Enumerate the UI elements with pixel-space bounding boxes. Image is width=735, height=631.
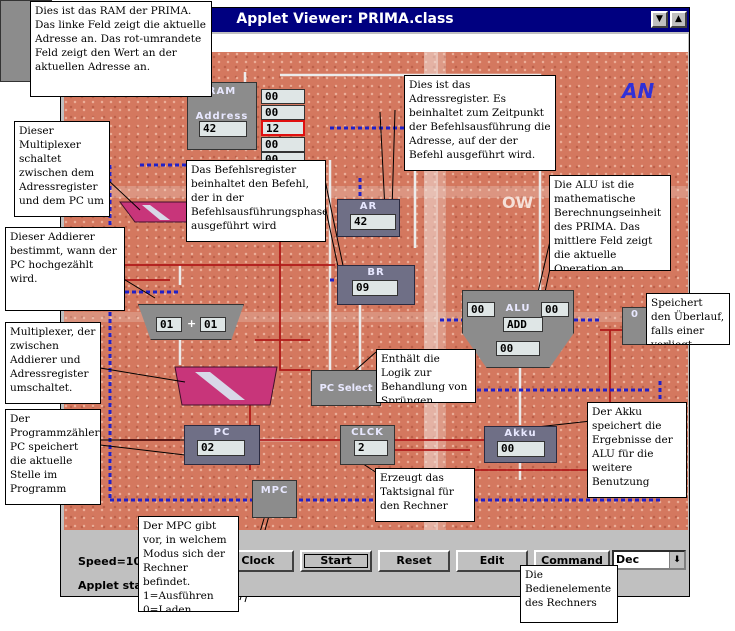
- pc-adder[interactable]: [138, 304, 244, 340]
- annotation-ar: Dies ist das Adressregister. Es beinhalt…: [404, 75, 556, 171]
- pc-label: PC: [213, 427, 231, 438]
- ar-value: 42: [350, 214, 396, 230]
- annotation-ram: Dies ist das RAM der PRIMA. Das linke Fe…: [30, 1, 212, 97]
- alu-label: ALU: [505, 303, 531, 314]
- reset-button[interactable]: Reset: [378, 550, 450, 572]
- adder-input-left: 01: [156, 317, 182, 332]
- window-title: Applet Viewer: PRIMA.class: [236, 11, 454, 27]
- ram-cell-current: 12: [261, 120, 305, 136]
- annotation-mux-top: Dieser Multiplexer schaltet zwischen dem…: [14, 121, 110, 217]
- accumulator[interactable]: Akku 00: [484, 426, 557, 463]
- akku-label: Akku: [504, 428, 537, 439]
- address-register[interactable]: AR 42: [337, 199, 400, 237]
- alu-input-left: 00: [467, 302, 495, 317]
- instruction-register[interactable]: BR 09: [337, 265, 415, 305]
- maximize-button[interactable]: ▲: [670, 11, 687, 28]
- ram-address-field: 42: [199, 121, 247, 137]
- ram-label: RAM: [207, 86, 237, 97]
- pc-select-unit[interactable]: PC Select: [311, 370, 381, 406]
- status-label: Applet start: [78, 579, 153, 592]
- annotation-controls: Die Bedienelemente des Rechners: [520, 565, 618, 623]
- background-stripe: [64, 312, 688, 322]
- overflow-flag[interactable]: 0: [622, 307, 648, 345]
- ram-cell: 00: [261, 137, 305, 152]
- annotation-pc: Der Programmzähler PC speichert die aktu…: [5, 409, 101, 505]
- annotation-overflow: Speichert den Überlauf, falls einer vorl…: [646, 293, 730, 345]
- clck-label: CLCK: [351, 427, 384, 438]
- annotation-adder: Dieser Addierer bestimmt, wann der PC ho…: [5, 227, 125, 311]
- adder-operator: +: [187, 317, 197, 330]
- speed-label: Speed=100: [78, 555, 149, 568]
- clock-unit[interactable]: CLCK 2: [340, 425, 395, 465]
- number-base-value: Dec: [616, 553, 640, 566]
- menu-bar: [62, 34, 688, 52]
- annotation-pcselect: Enthält die Logik zur Behandlung von Spr…: [376, 349, 476, 403]
- mpc-unit[interactable]: MPC: [252, 480, 297, 518]
- edit-button[interactable]: Edit: [456, 550, 528, 572]
- pc-value: 02: [197, 440, 245, 456]
- alu-input-right: 00: [541, 302, 569, 317]
- minimize-button[interactable]: ▼: [651, 11, 668, 28]
- program-counter[interactable]: PC 02: [184, 425, 260, 465]
- annotation-clck: Erzeugt das Taktsignal für den Rechner: [375, 468, 475, 522]
- start-button[interactable]: Start: [300, 550, 372, 572]
- annotation-alu: Die ALU ist die mathematische Berechnung…: [549, 175, 671, 271]
- annotation-br: Das Befehlsregister beinhaltet den Befeh…: [186, 160, 326, 242]
- ram-cell: 00: [261, 105, 305, 120]
- annotation-mux-bottom: Multiplexer, der zwischen Addierer und A…: [5, 322, 101, 404]
- ram-cell: 00: [261, 89, 305, 104]
- overflow-label: 0: [631, 309, 639, 320]
- dropdown-arrow-icon[interactable]: ⬇: [669, 552, 684, 568]
- br-value: 09: [352, 280, 398, 296]
- adder-input-right: 01: [200, 317, 226, 332]
- alu-result: 00: [496, 341, 540, 356]
- clck-value: 2: [354, 440, 388, 456]
- ar-label: AR: [359, 201, 378, 212]
- annotation-mpc: Der MPC gibt vor, in welchem Modus sich …: [138, 516, 239, 612]
- pc-select-label: PC Select: [319, 383, 373, 394]
- annotation-akku: Der Akku speichert die Ergebnisse der AL…: [587, 402, 687, 498]
- clock-button[interactable]: Clock: [222, 550, 294, 572]
- alu-operation: ADD: [503, 317, 543, 332]
- br-label: BR: [367, 267, 385, 278]
- ram-address-label: Address: [195, 111, 249, 122]
- mpc-label: MPC: [260, 485, 289, 496]
- akku-value: 00: [497, 441, 545, 457]
- number-base-select[interactable]: Dec ⬇: [612, 550, 686, 570]
